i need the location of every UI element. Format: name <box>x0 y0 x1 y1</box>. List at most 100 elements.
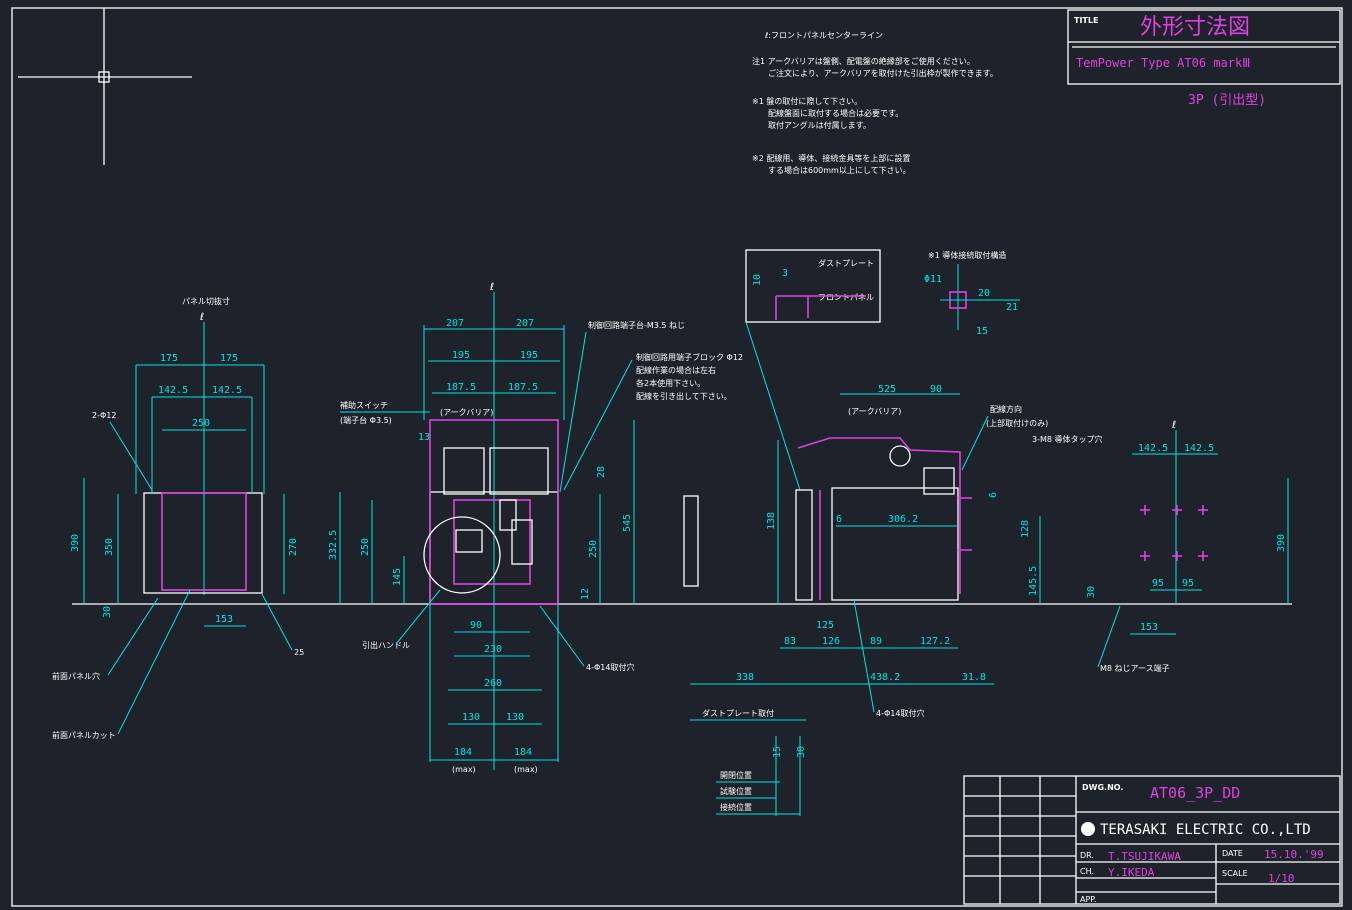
drawing-model: TemPower Type AT06 markⅢ <box>1076 56 1250 70</box>
dim-30-left: 30 <box>102 606 113 618</box>
dim-128: 128 <box>1020 520 1031 538</box>
dim-184-left: 184 <box>454 747 472 758</box>
dust-plate-label: ダストプレート <box>818 258 874 268</box>
arc-barrier-label: (アークバリア) <box>440 408 493 417</box>
terminal-block-label-3: 各2本使用下さい。 <box>636 378 705 388</box>
dim-15-side: 15 <box>772 746 783 758</box>
dim-207-left: 207 <box>446 318 464 329</box>
date-label: DATE <box>1222 849 1243 858</box>
scale-value: 1/10 <box>1268 872 1295 885</box>
dim-89: 89 <box>870 636 882 647</box>
dim-338: 338 <box>736 672 754 683</box>
dim-195-right: 195 <box>520 350 538 361</box>
terminal-block-label-4: 配線を引き出して下さい。 <box>636 391 732 401</box>
draw-handle-label: 引出ハンドル <box>362 640 410 650</box>
dim-250-h: 250 <box>192 418 210 429</box>
notes-block: ℓ:フロントパネルセンターライン 注1 アークバリアは盤側、配電盤の絶縁部をご使… <box>752 31 998 175</box>
drawing-frame <box>11 7 1343 907</box>
arc-barrier-side-label: (アークバリア) <box>848 407 901 416</box>
dim-145-v: 145 <box>392 568 403 586</box>
dim-153: 153 <box>215 614 233 625</box>
note-2b: 配線盤面に取付する場合は必要です。 <box>768 108 903 118</box>
title-label: TITLE <box>1074 16 1098 25</box>
dim-207-right: 207 <box>516 318 534 329</box>
dim-195-left: 195 <box>452 350 470 361</box>
dwg-no-value: AT06_3P_DD <box>1150 784 1240 802</box>
detail-21: 21 <box>1006 302 1018 313</box>
centerline-mark-3: ℓ <box>1172 420 1176 431</box>
dim-318: 31.8 <box>962 672 986 683</box>
dim-350-v: 350 <box>104 538 115 556</box>
note-2c: 取付アングルは付属します。 <box>768 120 871 130</box>
dim-28: 28 <box>596 466 607 478</box>
dim-138: 138 <box>766 512 777 530</box>
dim-1272: 127.2 <box>920 636 950 647</box>
dim-175-left: 175 <box>160 353 178 364</box>
note-2a: ※1 盤の取付に際して下さい。 <box>752 96 862 106</box>
wire-direction-label: 配線方向 <box>990 404 1022 414</box>
panel-cutout-view: パネル切抜寸 ℓ 175 175 142.5 142.5 250 2-Φ12 3… <box>52 296 304 740</box>
dim-153-r: 153 <box>1140 622 1158 633</box>
aux-switch-label: 補助スイッチ <box>340 400 388 410</box>
dim-95-left: 95 <box>1152 578 1164 589</box>
position-connect-label: 接続位置 <box>720 802 752 812</box>
dim-90-side: 90 <box>930 384 942 395</box>
dim-1425-right-r: 142.5 <box>1184 443 1214 454</box>
dim-83: 83 <box>784 636 796 647</box>
note-1b: ご注文により、アークバリアを取付けた引出枠が製作できます。 <box>768 68 998 78</box>
drawing-variant: 3P (引出型) <box>1188 93 1266 108</box>
title-block-bottom: DWG.NO. AT06_3P_DD TERASAKI ELECTRIC CO.… <box>963 775 1341 905</box>
drawing-title: 外形寸法図 <box>1140 15 1250 40</box>
position-open-label: 開閉位置 <box>720 770 752 780</box>
dim-175-right: 175 <box>220 353 238 364</box>
detail-15: 15 <box>976 326 988 337</box>
dim-10-inset: 10 <box>752 274 763 286</box>
dim-4382: 438.2 <box>870 672 900 683</box>
dim-6-right: 6 <box>988 492 999 498</box>
date-value: 15.10.'99 <box>1264 848 1324 861</box>
company-name: TERASAKI ELECTRIC CO.,LTD <box>1100 822 1311 838</box>
company-logo-icon <box>1081 822 1095 836</box>
dim-270-v: 270 <box>288 538 299 556</box>
cursor-crosshair-icon <box>18 8 192 165</box>
dim-3325-v: 332.5 <box>328 530 339 560</box>
dim-184-right: 184 <box>514 747 532 758</box>
dim-1425-left-r: 142.5 <box>1138 443 1168 454</box>
note-3a: ※2 配線用、導体、接続金具等を上部に設置 <box>752 153 910 163</box>
dim-1425-right: 142.5 <box>212 385 242 396</box>
conductor-detail: ※1 導体接続取付構造 Φ11 20 21 15 <box>924 250 1020 337</box>
max-label-left: (max) <box>452 765 476 774</box>
dim-130-right: 130 <box>506 712 524 723</box>
detail-20: 20 <box>978 288 990 299</box>
dim-250-v-left: 250 <box>360 538 371 556</box>
dim-1875-right: 187.5 <box>508 382 538 393</box>
terminal-view: ℓ 3-M8 導体タップ穴 142.5 142.5 390 95 95 30 1… <box>1032 420 1289 673</box>
hole-label-2phi12: 2-Φ12 <box>92 411 116 420</box>
dim-126: 126 <box>822 636 840 647</box>
dim-95-right: 95 <box>1182 578 1194 589</box>
dust-plate-mount-label: ダストプレート取付 <box>702 708 774 718</box>
panel-cutout-label: パネル切抜寸 <box>182 296 230 306</box>
dim-1455: 145.5 <box>1028 566 1039 596</box>
dim-3062: 306.2 <box>888 514 918 525</box>
dim-12: 12 <box>580 588 591 600</box>
side-view: ダストプレート フロントパネル 10 3 525 90 (アークバリア) 306… <box>683 249 1048 816</box>
detail-phi11: Φ11 <box>924 274 942 285</box>
mount-holes-side-label: 4-Φ14取付穴 <box>876 708 924 718</box>
front-panel-hole-label: 前面パネル穴 <box>52 671 100 681</box>
front-panel-cutout-label: 前面パネルカット <box>52 730 116 740</box>
wire-direction-sub: (上部取付けのみ) <box>986 418 1048 428</box>
note-centerline: ℓ:フロントパネルセンターライン <box>764 31 883 40</box>
front-panel-label: フロントパネル <box>818 293 874 302</box>
terminal-block-label-1: 制御回路用端子ブロック Φ12 <box>636 352 743 362</box>
dim-3-inset: 3 <box>782 268 788 279</box>
title-block-top: TITLE 外形寸法図 TemPower Type AT06 markⅢ 3P … <box>1067 9 1341 108</box>
centerline-mark-1: ℓ <box>200 312 204 323</box>
approver-label: APP. <box>1080 895 1096 904</box>
dim-30-r: 30 <box>1086 586 1097 598</box>
dim-1875-left: 187.5 <box>446 382 476 393</box>
dim-6: 6 <box>836 514 842 525</box>
ground-terminal-label: M8 ねじアース端子 <box>1100 663 1170 673</box>
